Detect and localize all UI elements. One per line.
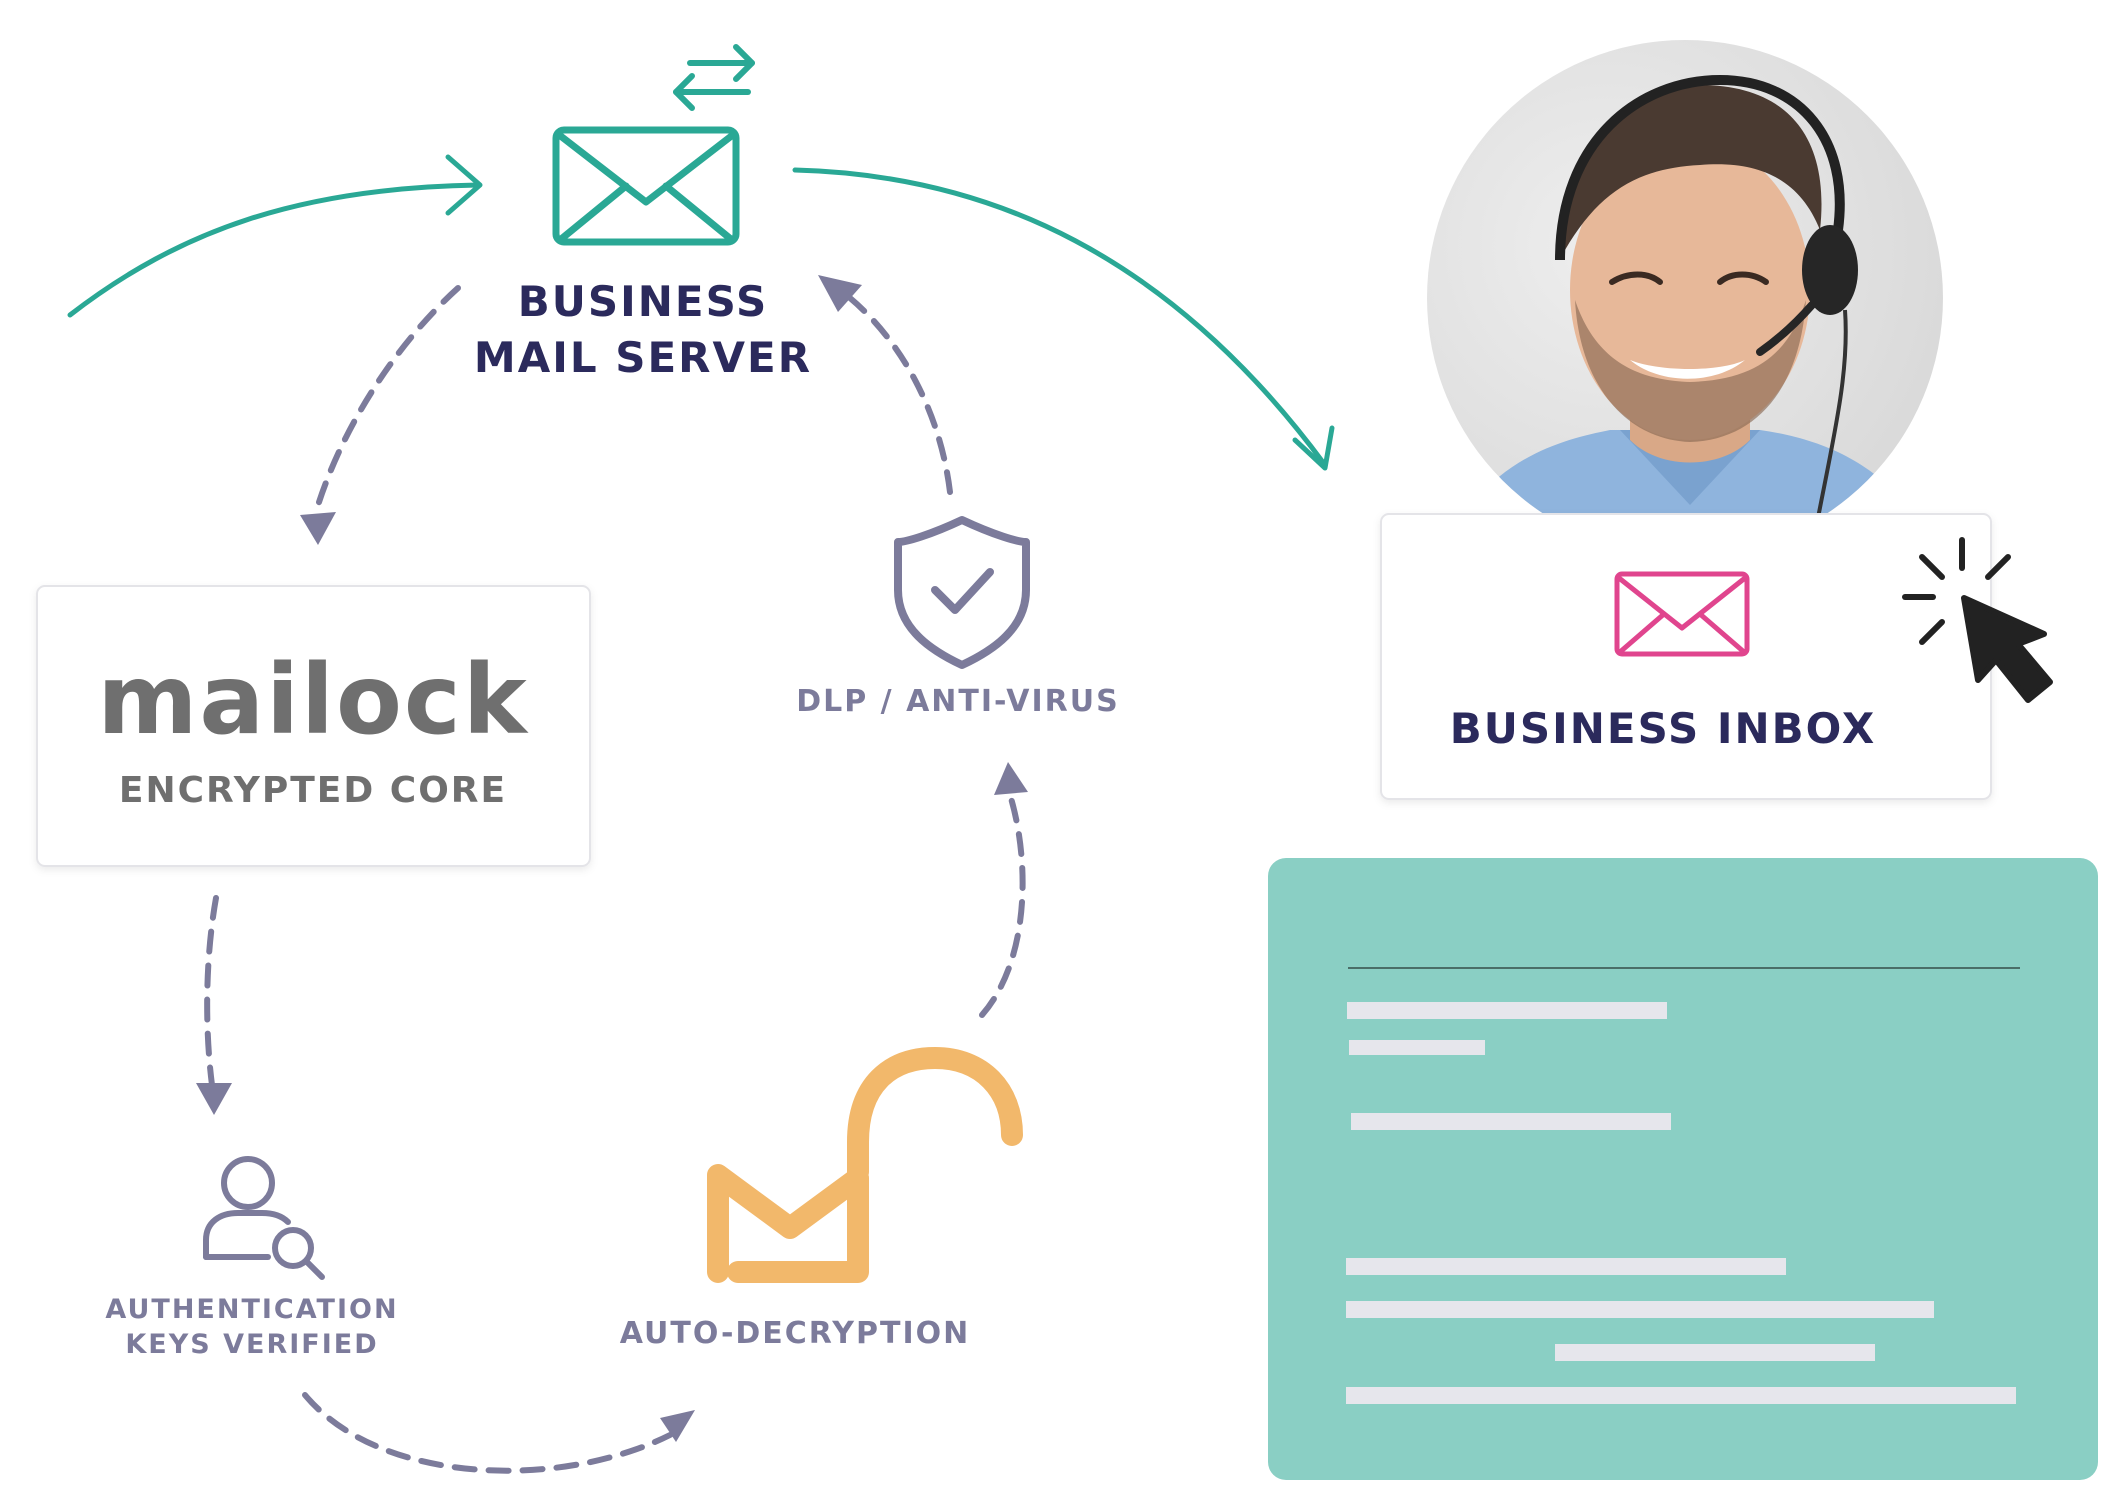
user-search-icon	[203, 1156, 325, 1280]
preview-text-line	[1555, 1344, 1875, 1361]
dlp-label: DLP / ANTI-VIRUS	[796, 684, 1120, 719]
dashed-arrow-decryption-to-dlp	[979, 762, 1028, 1018]
open-lock-m-icon	[707, 1046, 1023, 1283]
mailock-core-subtitle: ENCRYPTED CORE	[119, 770, 507, 811]
preview-text-line	[1351, 1113, 1671, 1130]
shield-check-icon	[894, 516, 1030, 669]
preview-divider	[1348, 967, 2020, 969]
preview-text-line	[1349, 1040, 1485, 1055]
dashed-arrow-core-to-auth	[196, 895, 232, 1115]
auth-label-line2: KEYS VERIFIED	[125, 1329, 378, 1360]
preview-text-line	[1346, 1301, 1934, 1318]
preview-text-line	[1346, 1387, 2016, 1404]
sync-arrows-icon	[673, 44, 755, 111]
auth-label-line1: AUTHENTICATION	[105, 1294, 398, 1325]
business-inbox-card[interactable]: BUSINESS INBOX	[1380, 513, 1992, 800]
decryption-label: AUTO-DECRYPTION	[620, 1316, 970, 1351]
dashed-arrow-auth-to-decryption	[302, 1392, 695, 1474]
mailock-core-card: mailock ENCRYPTED CORE	[36, 585, 591, 867]
cursor-click-icon	[1902, 537, 2053, 703]
mail-server-label-line2: MAIL SERVER	[474, 333, 812, 382]
dashed-arrow-server-to-core	[300, 285, 461, 545]
incoming-flow-arrow	[67, 154, 483, 318]
mail-server-label-line1: BUSINESS	[518, 277, 768, 326]
auth-node: AUTHENTICATION KEYS VERIFIED	[105, 1156, 398, 1360]
agent-avatar-photo	[1427, 40, 1943, 556]
preview-text-line	[1347, 1002, 1667, 1019]
envelope-icon	[552, 126, 740, 246]
mailock-brand-logo: mailock	[97, 644, 528, 756]
preview-text-line	[1346, 1258, 1786, 1275]
dlp-node: DLP / ANTI-VIRUS	[796, 516, 1120, 719]
email-preview-panel	[1268, 858, 2098, 1480]
business-inbox-label: BUSINESS INBOX	[1450, 704, 1876, 753]
mail-server-node: BUSINESS MAIL SERVER	[474, 44, 812, 382]
outgoing-flow-arrow	[792, 167, 1335, 471]
decryption-node: AUTO-DECRYPTION	[620, 1046, 1023, 1351]
envelope-icon	[1614, 571, 1750, 657]
dashed-arrow-dlp-to-server	[818, 275, 953, 495]
